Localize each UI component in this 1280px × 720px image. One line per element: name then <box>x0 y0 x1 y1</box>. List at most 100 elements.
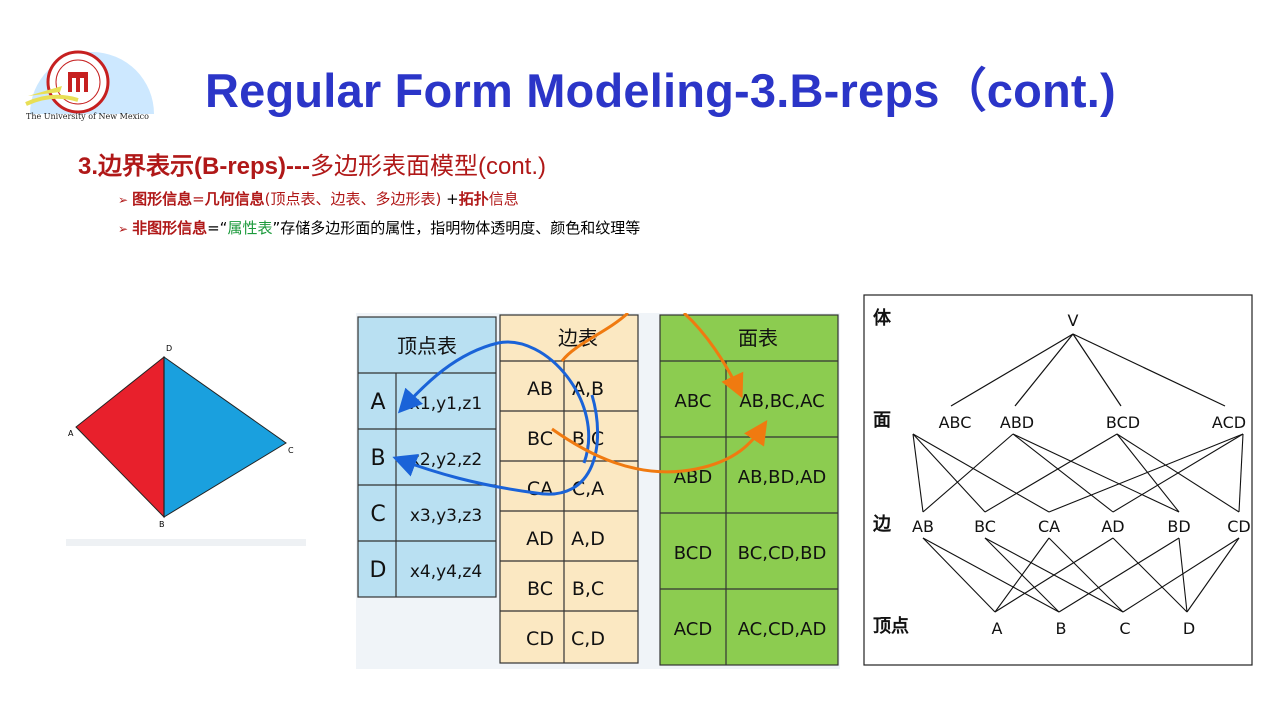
node-edge: CA <box>1038 517 1060 536</box>
link <box>912 433 1050 513</box>
link <box>984 433 1118 513</box>
logo-caption: The University of New Mexico <box>26 112 149 121</box>
vertex-coord: x4,y4,z4 <box>410 562 482 582</box>
diamond-shadow <box>66 539 306 546</box>
vertex-coord: x3,y3,z3 <box>410 506 482 526</box>
link <box>950 333 1074 407</box>
vertex-name: C <box>370 502 385 527</box>
vertex-coord: x1,y1,z1 <box>410 394 482 414</box>
vertex-name: D <box>370 558 387 583</box>
face-name: ACD <box>674 619 712 640</box>
node-edge: AD <box>1101 517 1124 536</box>
level-label-face: 面 <box>873 410 891 431</box>
level-label-edge: 边 <box>872 514 892 535</box>
university-logo <box>22 34 162 126</box>
logo-inner-ring <box>55 59 101 105</box>
logo-sun-ray <box>28 86 62 96</box>
arrow-blue-to-a <box>397 340 591 464</box>
vertex-table-header: 顶点表 <box>397 334 457 358</box>
arrow-orange-top <box>560 311 630 362</box>
edge-name: AD <box>526 528 554 550</box>
node-body: V <box>1068 311 1079 330</box>
edge-verts: A,D <box>571 528 605 550</box>
diamond-left-face <box>75 355 165 519</box>
edge-vertex-links <box>922 537 1240 613</box>
node-face: ABD <box>1000 413 1034 432</box>
face-table-body <box>659 314 839 666</box>
link <box>922 433 1014 513</box>
node-edge: CD <box>1227 517 1251 536</box>
link <box>1238 433 1244 513</box>
label-a: A <box>68 429 74 438</box>
face-edges: AC,CD,AD <box>738 619 827 640</box>
body-face-links <box>950 333 1226 407</box>
node-vertex: D <box>1183 619 1195 638</box>
logo-wave <box>25 94 79 106</box>
b2-c: =“ <box>207 219 228 237</box>
face-edges: AB,BD,AD <box>738 467 827 488</box>
link <box>1186 537 1240 613</box>
diamond-right-face <box>163 356 287 518</box>
b1-a: 图形信息 <box>132 190 193 208</box>
link <box>922 537 1060 613</box>
node-vertex: A <box>992 619 1003 638</box>
node-vertex: B <box>1056 619 1067 638</box>
b1-b: = <box>192 190 205 208</box>
link <box>912 433 986 513</box>
logo-gate-door-left <box>72 78 76 92</box>
label-c: C <box>288 446 294 455</box>
node-face: BCD <box>1106 413 1140 432</box>
b1-f: 拓扑 <box>458 190 489 208</box>
node-face: ACD <box>1212 413 1246 432</box>
link <box>1012 433 1114 513</box>
link <box>1048 537 1124 613</box>
vertex-table: 顶点表 A x1,y1,z1 B x2,y2,z2 C x3,y3,z3 D x… <box>357 316 497 598</box>
bullet-arrow-icon: ➢ <box>118 222 129 236</box>
bullet-nongraphic-info: ➢非图形信息=“属性表”存储多边形面的属性，指明物体透明度、颜色和纹理等 <box>118 217 640 238</box>
b2-e: ”存储多边形面的属性，指明物体透明度、颜色和纹理等 <box>272 219 641 237</box>
node-edge: AB <box>912 517 934 536</box>
logo-emblem-icon <box>25 50 154 114</box>
b1-g: 信息 <box>488 190 519 208</box>
btables-figure: 顶点表 A x1,y1,z1 B x2,y2,z2 C x3,y3,z3 D x… <box>356 311 840 673</box>
label-b: B <box>159 520 165 529</box>
diamond-diagram: D A C B <box>66 344 306 546</box>
link <box>912 433 924 513</box>
face-edges: AB,BC,AC <box>739 391 824 412</box>
btables-diagram: 顶点表 A x1,y1,z1 B x2,y2,z2 C x3,y3,z3 D x… <box>356 311 840 669</box>
level-label-body: 体 <box>873 307 892 329</box>
link <box>1048 433 1244 513</box>
link <box>994 537 1114 613</box>
b2-d: 属性表 <box>227 219 273 237</box>
bullet-arrow-icon: ➢ <box>118 193 129 207</box>
face-name: ABC <box>675 391 712 412</box>
b2-a: 非 <box>132 219 148 237</box>
b1-d: (顶点表、边表、多边形表) <box>264 190 442 208</box>
link <box>1072 333 1226 407</box>
slide-title: Regular Form Modeling-3.B-reps（cont.) <box>205 64 1116 117</box>
subtitle-rest: 多边形表面模型(cont.) <box>310 153 547 180</box>
link <box>1112 537 1188 613</box>
graph-frame <box>863 294 1253 666</box>
edge-verts: C,D <box>571 628 605 650</box>
link <box>1122 537 1240 613</box>
vertex-name: A <box>370 390 385 415</box>
subtitle-bold: 3.边界表示(B-reps)--- <box>78 153 310 180</box>
face-name: BCD <box>674 543 712 564</box>
b1-c: 几何信息 <box>204 190 265 208</box>
vertex-name: B <box>370 446 385 471</box>
face-table: 面表 ABC AB,BC,AC ABD AB,BD,AD BCD BC,CD,B… <box>659 314 839 666</box>
link <box>1112 433 1244 513</box>
edge-name: BC <box>527 428 553 450</box>
label-d: D <box>166 344 172 353</box>
topology-graph-figure: 体 面 边 顶点 <box>863 294 1253 670</box>
link <box>1058 537 1180 613</box>
edge-name: CD <box>526 628 554 650</box>
edge-verts: B,C <box>572 578 604 600</box>
link <box>1072 333 1122 407</box>
arrow-blue-to-b <box>392 394 600 496</box>
link <box>994 537 1050 613</box>
logo-gate-door-right <box>80 78 84 92</box>
edge-verts: C,A <box>572 478 604 500</box>
vertex-table-body <box>357 316 497 598</box>
